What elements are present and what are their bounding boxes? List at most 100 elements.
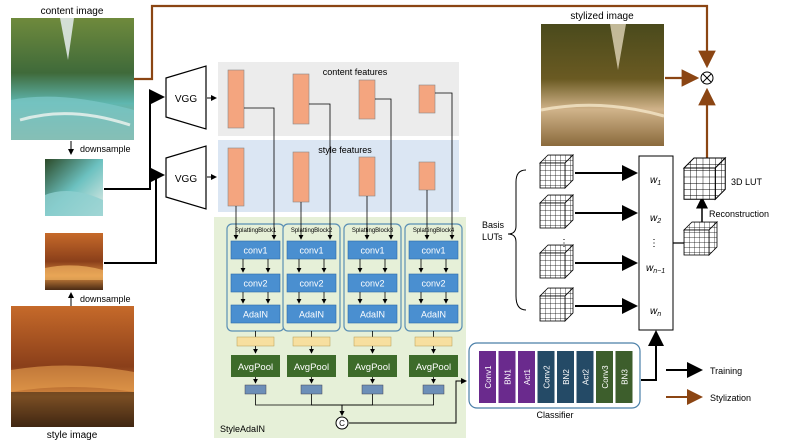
adain-box (230, 304, 281, 324)
downsample-label-content: downsample (80, 144, 131, 154)
downsample-label-style: downsample (80, 294, 131, 304)
adain-label: AdaIN (421, 310, 446, 320)
conv1-label: conv1 (299, 246, 323, 256)
vgg-encoder-icon: VGG VGG (165, 65, 207, 210)
lut-to-weight-arrows (575, 165, 638, 314)
pool-output-vector (422, 384, 445, 395)
avgpool-box (231, 355, 280, 377)
classifier-layer-act2 (576, 351, 594, 403)
stylization-path (134, 4, 716, 158)
avgpool-label: AvgPool (238, 362, 273, 373)
concat-to-classifier-arrow (349, 378, 467, 424)
content-feature-arrow (435, 92, 455, 240)
avgpool-box (409, 355, 458, 377)
content-features-label: content features (323, 67, 388, 77)
weights-column (638, 155, 674, 331)
style-image-label: style image (47, 430, 98, 441)
classifier-layer-conv3 (596, 351, 613, 403)
lut-3d-label: 3D LUT (731, 177, 763, 187)
conv2-box (408, 273, 459, 293)
weights-vdots: ⋮ (649, 238, 659, 249)
adain-box (408, 304, 459, 324)
basis-luts-label-1: Basis (482, 220, 505, 230)
multiply-icon (700, 71, 714, 85)
content-feature-arrow (244, 107, 277, 240)
vgg-label-style: VGG (175, 174, 197, 185)
classifier-layer-label: Act2 (582, 368, 591, 385)
pool-input-vector (236, 336, 275, 347)
reconstruction-label: Reconstruction (709, 209, 769, 219)
classifier-to-weights-arrow (641, 330, 664, 381)
pool-output-vector (300, 384, 323, 395)
legend-stylization-label: Stylization (710, 393, 751, 403)
conv2-box (230, 273, 281, 293)
conv2-label: conv2 (421, 279, 445, 289)
style-feature-maps (227, 147, 436, 207)
style-adain-label: StyleAdaIN (220, 424, 265, 434)
concat-label: C (339, 419, 345, 428)
lut-3d-cube (683, 157, 726, 200)
classifier-layer-bn3 (615, 351, 633, 403)
adain-box (286, 304, 337, 324)
splatting-blocks: SplattingBlock1conv1conv2AdaINAvgPoolSpl… (226, 92, 463, 416)
content-feature-arrow (375, 98, 394, 240)
splatting-block-title: SplattingBlock4 (413, 228, 455, 234)
conv1-label: conv1 (421, 246, 445, 256)
classifier-layer-conv2 (537, 351, 555, 403)
legend-training: Training (666, 362, 742, 378)
content-image (11, 18, 134, 140)
input-arrows (104, 89, 165, 264)
style-image (11, 306, 134, 427)
pool-input-vector (353, 336, 392, 347)
conv2-label: conv2 (243, 279, 267, 289)
classifier-layer-label: BN1 (504, 369, 513, 385)
classifier-layer-label: Conv1 (484, 365, 493, 389)
conv1-label: conv1 (360, 246, 384, 256)
conv2-label: conv2 (360, 279, 384, 289)
pool-output-vector (244, 384, 267, 395)
splatting-block-title: SplattingBlock3 (352, 228, 394, 234)
conv1-box (286, 240, 337, 260)
weight-wn-1: wn−1 (646, 263, 665, 275)
weight-w2: w2 (650, 213, 661, 225)
output-to-concat-arrow (339, 394, 434, 416)
stylized-image-label: stylized image (570, 11, 634, 22)
style-features-label: style features (318, 145, 372, 155)
avgpool-label: AvgPool (294, 362, 329, 373)
avgpool-box (348, 355, 397, 377)
classifier-layer-act1 (518, 351, 535, 403)
conv1-box (408, 240, 459, 260)
style-image-downsampled (45, 233, 103, 290)
weight-wn: wn (650, 306, 661, 318)
classifier-layer-label: Conv2 (543, 365, 552, 389)
legend-stylization: Stylization (666, 389, 751, 405)
conv1-box (347, 240, 398, 260)
vgg-label-content: VGG (175, 94, 197, 105)
legend-training-label: Training (710, 366, 742, 376)
pool-input-vector (414, 336, 453, 347)
conv1-box (230, 240, 281, 260)
classifier-layer-label: Conv3 (601, 365, 610, 389)
concat-icon: C (335, 416, 349, 430)
basis-luts-label-2: LUTs (482, 232, 503, 242)
conv2-box (347, 273, 398, 293)
pool-output-vector (361, 384, 384, 395)
classifier-layer-bn1 (498, 351, 516, 403)
content-image-label: content image (41, 6, 104, 17)
conv2-box (286, 273, 337, 293)
reconstruction-cube (683, 221, 718, 256)
adain-label: AdaIN (360, 310, 385, 320)
adain-label: AdaIN (299, 310, 324, 320)
classifier-layer-conv1 (479, 351, 496, 403)
content-feature-arrow (309, 103, 333, 240)
basis-luts-brace (507, 169, 527, 311)
splatting-block-title: SplattingBlock2 (291, 228, 333, 234)
pool-input-vector (292, 336, 331, 347)
classifier-layer-label: BN2 (562, 369, 571, 385)
content-feature-maps (227, 69, 436, 129)
